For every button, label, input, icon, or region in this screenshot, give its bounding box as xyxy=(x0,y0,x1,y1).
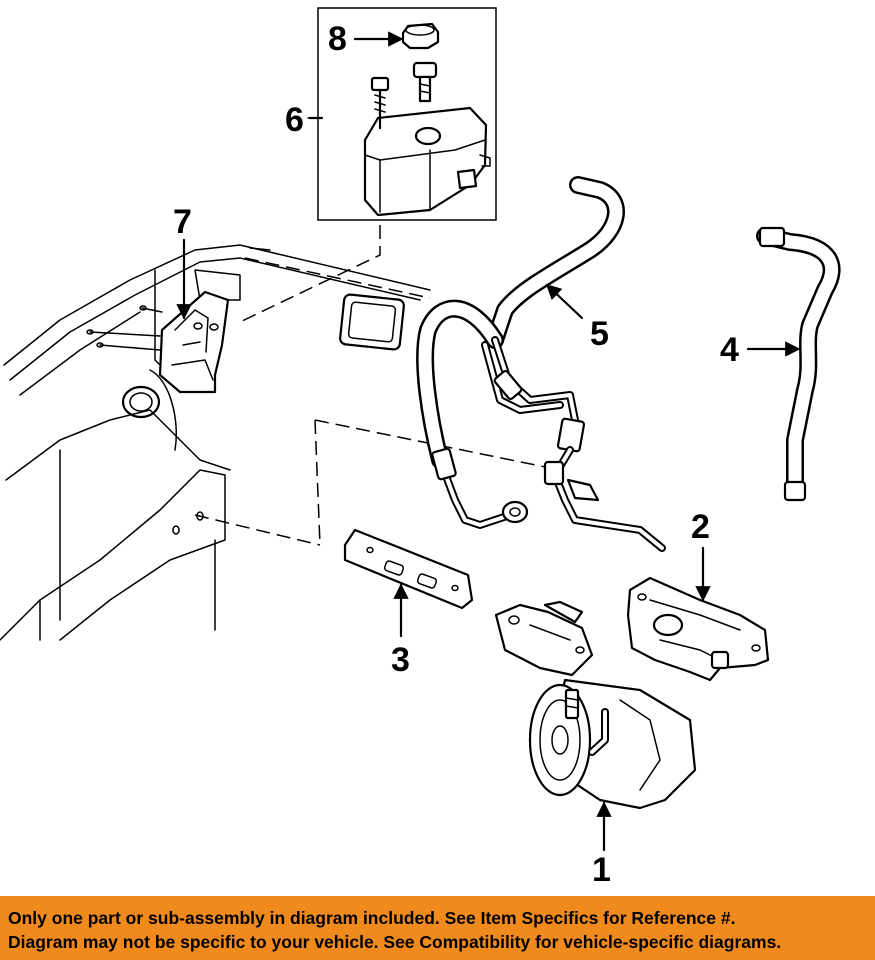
parts-diagram xyxy=(0,7,841,852)
pressure-hose-assembly xyxy=(416,176,666,552)
leader-arrow-5 xyxy=(545,283,584,320)
reservoir-cap xyxy=(401,22,440,50)
vehicle-body-outline xyxy=(0,225,561,641)
disclaimer-line-1: Only one part or sub-assembly in diagram… xyxy=(8,908,736,928)
reservoir-bolt-left xyxy=(370,76,390,130)
callout-5: 5 xyxy=(590,315,609,353)
callout-2: 2 xyxy=(691,508,710,546)
pump-mounting-bracket xyxy=(626,576,770,682)
callout-6: 6 xyxy=(285,101,304,139)
leader-arrows xyxy=(176,31,801,852)
reservoir-tank xyxy=(363,106,491,217)
reservoir-bracket xyxy=(86,290,230,394)
disclaimer-line-2: Diagram may not be specific to your vehi… xyxy=(8,932,782,952)
return-hose xyxy=(756,226,841,502)
callout-7: 7 xyxy=(173,203,192,241)
callout-3: 3 xyxy=(391,641,410,679)
disclaimer-banner: Only one part or sub-assembly in diagram… xyxy=(0,896,875,960)
callout-4: 4 xyxy=(720,331,739,369)
power-steering-pump xyxy=(494,600,697,810)
callout-1: 1 xyxy=(592,851,611,889)
support-brace xyxy=(343,528,474,610)
callout-8: 8 xyxy=(328,20,347,58)
reservoir-bolt-right xyxy=(412,61,438,103)
access-panel xyxy=(339,293,405,351)
